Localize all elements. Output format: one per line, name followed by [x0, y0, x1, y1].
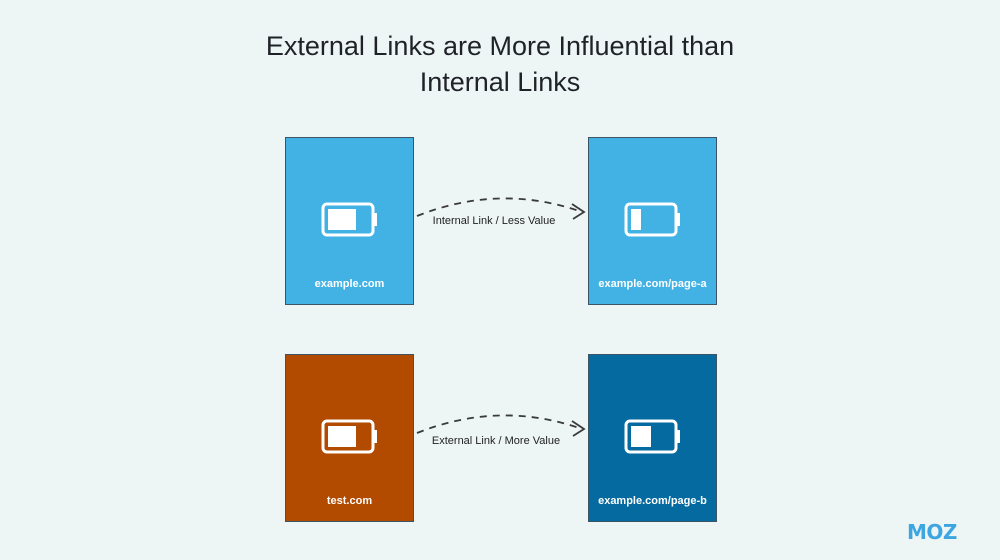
- page-label: test.com: [326, 495, 373, 507]
- internal-link-label: Internal Link / Less Value: [432, 215, 556, 227]
- diagram-title: External Links are More Influential than…: [0, 28, 1000, 100]
- page-label: example.com: [314, 278, 385, 290]
- external-link-label: External Link / More Value: [431, 435, 561, 447]
- moz-logo: MOZ: [907, 520, 957, 544]
- page-box-page-b: example.com/page-b: [588, 354, 717, 522]
- page-label: example.com/page-a: [598, 278, 707, 290]
- battery-fill: [328, 209, 356, 230]
- battery-fill: [328, 426, 356, 447]
- battery-tip: [676, 213, 680, 226]
- page-box-page-a: example.com/page-a: [588, 137, 717, 305]
- battery-icon: [321, 202, 377, 237]
- title-line-1: External Links are More Influential than: [265, 31, 735, 61]
- title-line-2: Internal Links: [419, 67, 581, 97]
- battery-icon: [321, 419, 377, 454]
- external-arrowhead-icon: [571, 420, 586, 437]
- battery-tip: [373, 430, 377, 443]
- internal-link-arrow: [416, 197, 583, 217]
- battery-icon: [624, 202, 680, 237]
- page-label: example.com/page-b: [598, 495, 707, 507]
- external-link-arrow: [416, 414, 583, 434]
- battery-icon: [624, 419, 680, 454]
- battery-tip: [373, 213, 377, 226]
- page-box-test-com: test.com: [285, 354, 414, 522]
- battery-fill: [631, 209, 641, 230]
- page-box-example-com: example.com: [285, 137, 414, 305]
- battery-fill: [631, 426, 651, 447]
- battery-tip: [676, 430, 680, 443]
- internal-arrowhead-icon: [571, 203, 586, 220]
